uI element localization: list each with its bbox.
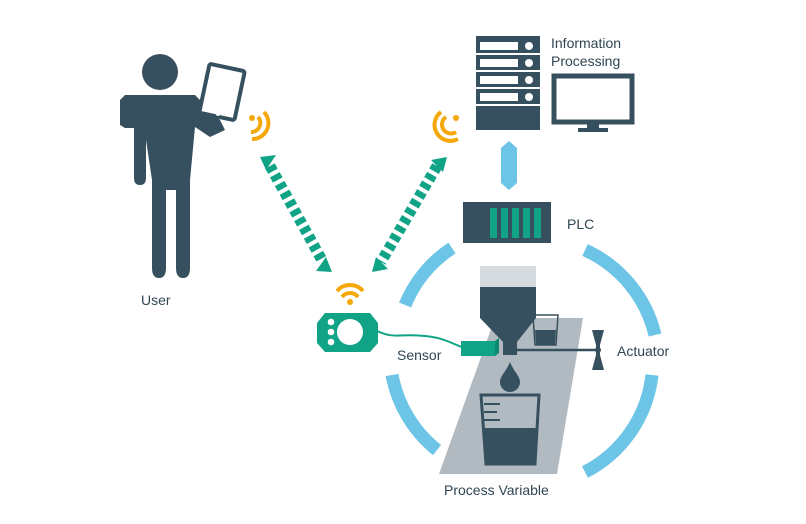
information-processing-label-line1: Information	[551, 35, 622, 51]
sensor-label: Sensor	[397, 347, 442, 363]
sensor-icon	[374, 329, 499, 356]
hopper-tank-icon	[480, 266, 536, 355]
ring-arc-bottom-right	[581, 374, 659, 478]
wireless-gateway-icon	[317, 313, 378, 352]
server-rack-icon	[476, 36, 540, 130]
information-processing-label-line2: Processing	[551, 53, 621, 69]
wifi-icon-server	[432, 110, 459, 143]
wifi-icon-user	[249, 110, 271, 142]
monitor-icon	[551, 73, 635, 132]
wireless-link-server-arrow	[372, 157, 447, 272]
ring-arc-top-right	[582, 244, 662, 337]
actuator-label: Actuator	[617, 343, 670, 359]
plc-label: PLC	[567, 216, 595, 232]
bidirectional-link-icon	[501, 141, 517, 190]
ring-arc-top-left	[398, 242, 456, 308]
wifi-icon-gateway	[335, 283, 365, 305]
wireless-link-user-arrow	[260, 155, 332, 272]
tablet-icon	[197, 62, 247, 122]
user-label: User	[141, 292, 171, 308]
plc-icon	[463, 202, 551, 243]
beaker-icon	[479, 393, 541, 466]
actuator-icon	[517, 330, 604, 370]
drop-icon	[500, 362, 520, 392]
user-figure-icon	[120, 54, 225, 278]
control-loop-ring	[385, 242, 662, 478]
process-variable-label: Process Variable	[444, 482, 549, 498]
ring-arc-bottom-left	[385, 373, 442, 456]
small-cup-icon	[532, 314, 559, 346]
